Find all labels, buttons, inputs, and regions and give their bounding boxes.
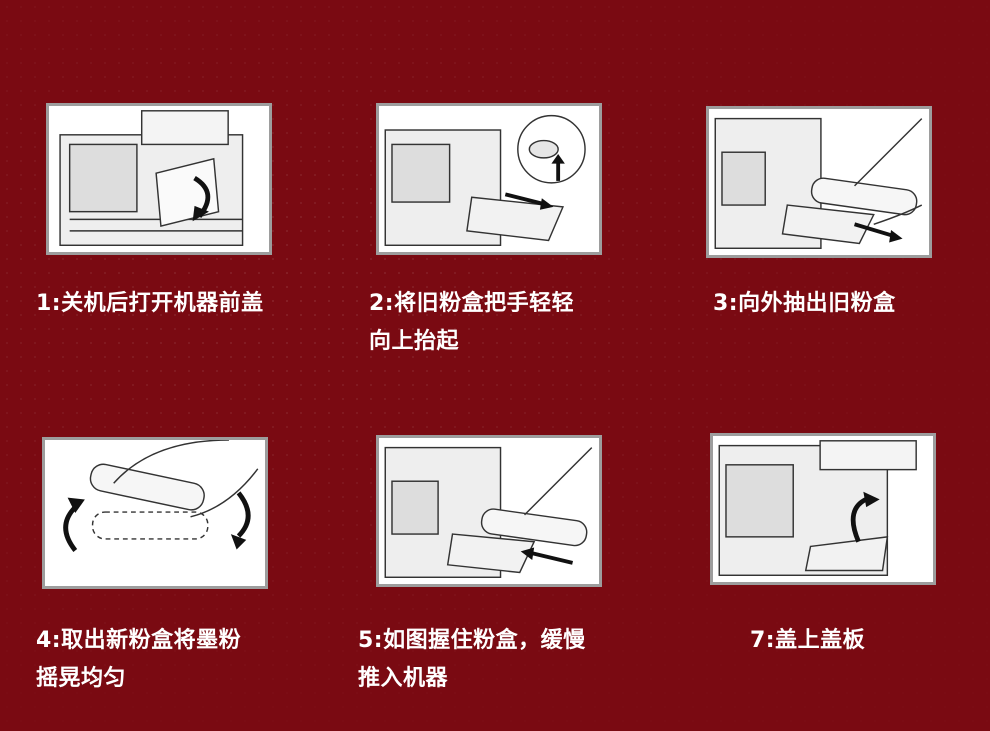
step1-illustration: [46, 103, 272, 255]
step5-caption: 5:如图握住粉盒，缓慢 推入机器: [358, 628, 586, 691]
step3-illustration: [706, 106, 932, 258]
step7-illustration: [710, 433, 936, 585]
step4-caption: 4:取出新粉盒将墨粉 摇晃均匀: [36, 628, 242, 691]
step4-illustration: [42, 437, 268, 589]
step1-caption: 1:关机后打开机器前盖: [36, 291, 264, 316]
step5-illustration: [376, 435, 602, 587]
step3-caption: 3:向外抽出旧粉盒: [713, 291, 896, 316]
step2-illustration: [376, 103, 602, 255]
step7-caption: 7:盖上盖板: [750, 628, 866, 653]
step2-caption: 2:将旧粉盒把手轻轻 向上抬起: [369, 291, 575, 354]
